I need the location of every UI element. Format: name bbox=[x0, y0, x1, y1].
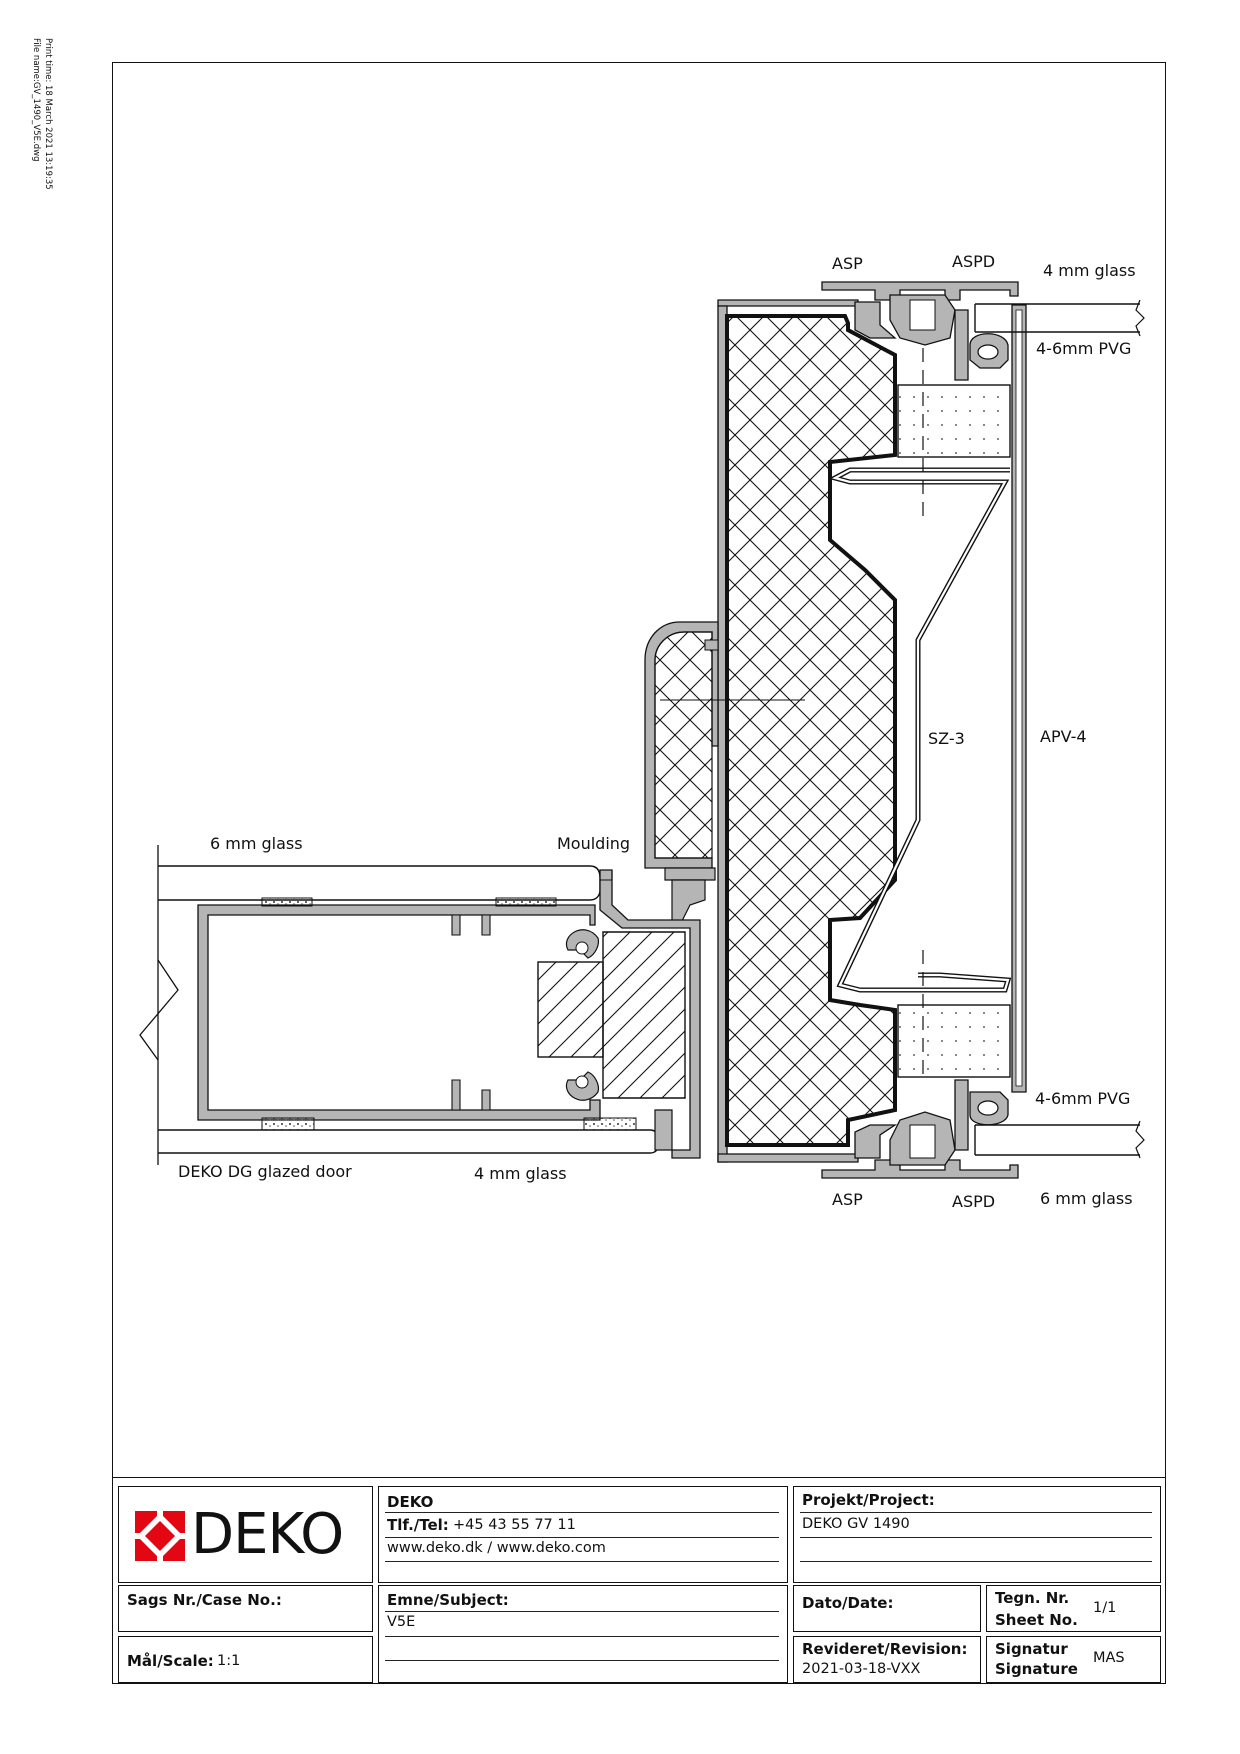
sheet-value: 1/1 bbox=[1093, 1600, 1117, 1616]
label-glass-6mm-left: 6 mm glass bbox=[210, 834, 303, 853]
company-name: DEKO bbox=[387, 1493, 434, 1511]
label-sz3: SZ-3 bbox=[928, 729, 965, 748]
date-cell: Dato/Date: bbox=[793, 1585, 981, 1632]
signature-label-1: Signatur bbox=[995, 1640, 1068, 1658]
door-profile bbox=[139, 845, 701, 1165]
signature-value: MAS bbox=[1093, 1650, 1125, 1666]
date-label: Dato/Date: bbox=[802, 1594, 894, 1612]
case-cell: Sags Nr./Case No.: bbox=[118, 1585, 373, 1632]
title-block: DEKO DEKO Tlf./Tel: +45 43 55 77 11 www.… bbox=[112, 1477, 1166, 1684]
sheet-label-2: Sheet No. bbox=[995, 1611, 1078, 1629]
scale-value: 1:1 bbox=[217, 1653, 241, 1669]
label-glass-4mm-top: 4 mm glass bbox=[1043, 261, 1136, 280]
signature-label-2: Signature bbox=[995, 1660, 1078, 1678]
project-value: DEKO GV 1490 bbox=[802, 1516, 910, 1532]
project-label: Projekt/Project: bbox=[802, 1491, 935, 1509]
sheet-cell: Tegn. Nr. Sheet No. 1/1 bbox=[986, 1585, 1161, 1632]
subject-cell: Emne/Subject: V5E bbox=[378, 1585, 788, 1683]
deko-logo-icon bbox=[135, 1511, 185, 1561]
tel-label: Tlf./Tel: bbox=[387, 1516, 449, 1534]
label-moulding: Moulding bbox=[557, 834, 631, 853]
logo-cell: DEKO bbox=[118, 1486, 373, 1583]
label-door: DEKO DG glazed door bbox=[178, 1162, 352, 1181]
label-glass-6mm-bottom: 6 mm glass bbox=[1040, 1189, 1133, 1208]
web-link[interactable]: www.deko.dk / www.deko.com bbox=[387, 1540, 606, 1556]
top-beads bbox=[821, 281, 1145, 381]
frame-profile bbox=[717, 299, 1027, 1163]
subject-label: Emne/Subject: bbox=[387, 1591, 509, 1609]
label-aspd-bottom: ASPD bbox=[952, 1192, 996, 1211]
label-asp-top: ASP bbox=[832, 254, 863, 273]
label-apv4: APV-4 bbox=[1040, 727, 1087, 746]
signature-cell: Signatur Signature MAS bbox=[986, 1636, 1161, 1683]
case-label: Sags Nr./Case No.: bbox=[127, 1591, 282, 1609]
logo-text: DEKO bbox=[191, 1502, 344, 1567]
revision-label: Revideret/Revision: bbox=[802, 1640, 968, 1658]
scale-label: Mål/Scale: bbox=[127, 1652, 214, 1670]
company-cell: DEKO Tlf./Tel: +45 43 55 77 11 www.deko.… bbox=[378, 1486, 788, 1583]
label-aspd-top: ASPD bbox=[952, 252, 996, 271]
subject-value: V5E bbox=[387, 1614, 416, 1630]
label-glass-4mm-bottom: 4 mm glass bbox=[474, 1164, 567, 1183]
bottom-beads bbox=[821, 1079, 1145, 1179]
label-pvg-top: 4-6mm PVG bbox=[1036, 339, 1132, 358]
moulding-profile bbox=[644, 621, 805, 926]
tel-value: +45 43 55 77 11 bbox=[453, 1517, 576, 1533]
revision-cell: Revideret/Revision: 2021-03-18-VXX bbox=[793, 1636, 981, 1683]
project-cell: Projekt/Project: DEKO GV 1490 bbox=[793, 1486, 1161, 1583]
label-asp-bottom: ASP bbox=[832, 1190, 863, 1209]
scale-cell: Mål/Scale: 1:1 bbox=[118, 1636, 373, 1683]
sheet-label-1: Tegn. Nr. bbox=[995, 1589, 1070, 1607]
revision-value: 2021-03-18-VXX bbox=[802, 1661, 921, 1677]
drawing-frame bbox=[112, 62, 1166, 1684]
label-pvg-bottom: 4-6mm PVG bbox=[1035, 1089, 1131, 1108]
